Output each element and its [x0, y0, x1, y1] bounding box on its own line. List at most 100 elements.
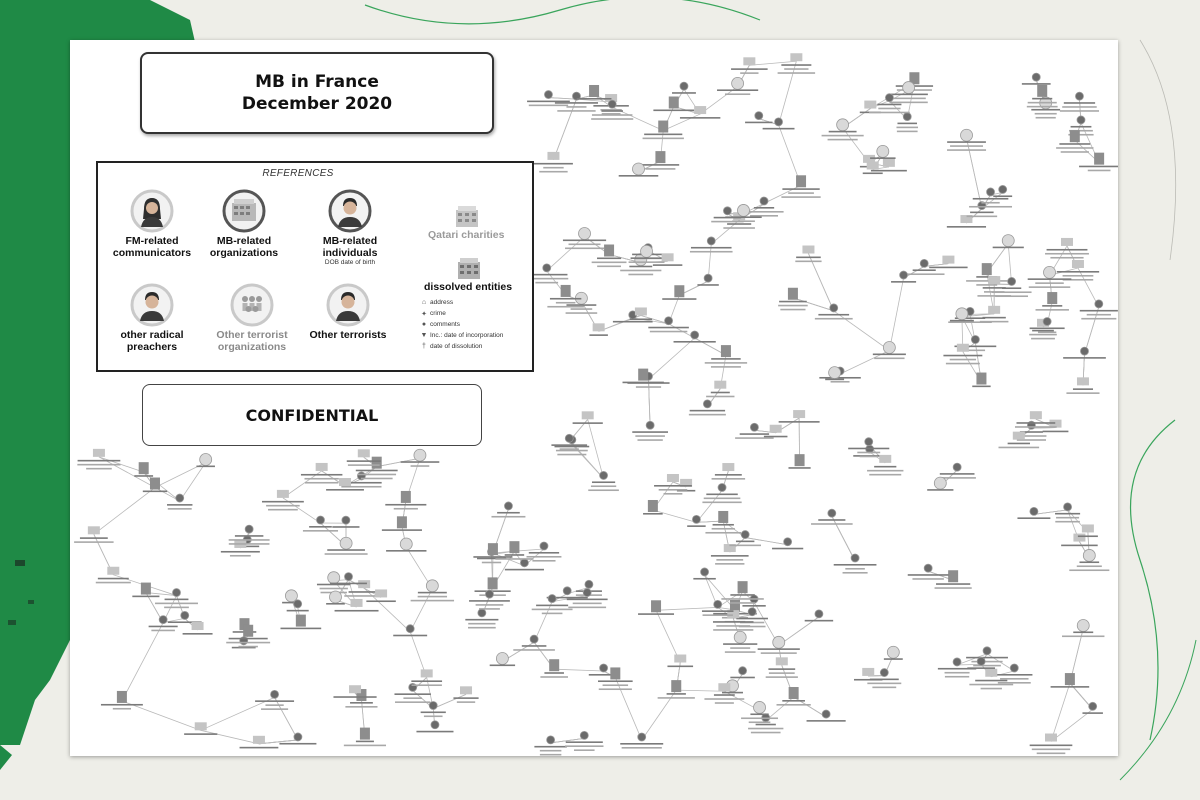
node-caption-blur — [704, 362, 748, 364]
node-caption-blur — [948, 321, 992, 324]
network-node — [491, 501, 526, 518]
organization-node-icon — [722, 463, 735, 472]
node-caption-blur — [1014, 426, 1057, 428]
person-node-icon — [529, 634, 539, 644]
network-node — [465, 608, 499, 629]
person-node-icon — [774, 117, 783, 127]
node-caption-blur — [768, 668, 796, 670]
network-node — [1082, 701, 1103, 714]
network-edge — [694, 337, 727, 356]
node-caption-blur — [992, 246, 1024, 249]
person-node-icon — [998, 185, 1008, 194]
node-caption-blur — [738, 625, 766, 628]
photo-node-icon — [655, 151, 666, 164]
node-caption-blur — [969, 683, 1014, 686]
node-caption-blur — [1050, 686, 1090, 688]
organization-node-icon — [882, 158, 895, 167]
node-caption-blur — [713, 694, 735, 696]
network-node — [742, 594, 766, 607]
node-caption-blur — [662, 298, 697, 300]
network-node — [731, 57, 768, 74]
node-caption-blur — [949, 319, 974, 322]
node-caption-blur — [1069, 569, 1110, 572]
person-node-icon — [430, 720, 440, 730]
network-edge — [274, 697, 299, 741]
node-caption-blur — [705, 531, 742, 534]
person-node-icon — [645, 420, 655, 430]
node-caption-blur — [355, 469, 398, 472]
node-caption-blur — [1056, 516, 1080, 519]
person-node-icon — [327, 571, 341, 585]
network-node — [228, 524, 270, 545]
node-caption-blur — [357, 473, 397, 476]
legend-label-terrorist-organizations: Other terrorist organizations — [216, 329, 288, 353]
person-node-icon — [637, 732, 647, 742]
node-caption-blur — [531, 608, 573, 611]
node-caption-blur — [969, 205, 1013, 208]
person-node-icon — [821, 709, 831, 719]
node-caption-blur — [1021, 83, 1051, 85]
node-caption-blur — [1035, 116, 1056, 119]
node-caption-blur — [949, 358, 977, 361]
node-caption-blur — [748, 721, 771, 724]
green-paper-shape — [0, 0, 195, 745]
node-caption-blur — [869, 111, 910, 114]
photo-node-icon — [116, 690, 127, 703]
node-caption-blur — [410, 465, 430, 467]
person-node-icon — [885, 93, 894, 103]
node-caption-blur — [853, 678, 883, 681]
node-caption-blur — [347, 464, 380, 466]
network-node — [562, 227, 607, 250]
network-node — [565, 730, 604, 751]
photo-node-icon — [909, 72, 920, 85]
person-node-icon — [477, 608, 487, 618]
network-node — [1069, 549, 1110, 572]
node-caption-blur — [976, 284, 998, 286]
person-node-icon — [717, 483, 727, 492]
node-caption-blur — [513, 649, 555, 651]
legend-item-mb-individuals: MB-related individuals DOB date of birth — [296, 189, 404, 267]
network-node — [589, 323, 608, 336]
node-caption-blur — [79, 537, 108, 539]
network-edge — [554, 668, 604, 672]
photo-node-icon — [787, 287, 798, 300]
photo-node-icon — [647, 499, 658, 512]
node-caption-blur — [568, 606, 607, 609]
node-caption-blur — [687, 525, 706, 527]
node-caption-blur — [776, 704, 811, 706]
network-node — [867, 454, 904, 476]
network-node — [777, 53, 816, 74]
network-node — [778, 287, 808, 311]
node-caption-blur — [309, 526, 332, 528]
node-caption-blur — [782, 188, 820, 190]
network-node — [735, 422, 774, 439]
network-edge — [258, 739, 298, 745]
person-node-icon — [405, 624, 415, 634]
node-caption-blur — [772, 547, 804, 550]
node-caption-blur — [730, 647, 751, 649]
node-caption-blur — [539, 753, 562, 756]
node-caption-blur — [750, 713, 769, 716]
network-node — [869, 93, 910, 114]
node-caption-blur — [637, 439, 663, 441]
network-node — [77, 448, 121, 470]
node-caption-blur — [566, 304, 597, 306]
network-node — [410, 579, 455, 602]
node-caption-blur — [710, 366, 741, 368]
node-caption-blur — [360, 477, 393, 480]
node-caption-blur — [228, 543, 270, 545]
network-node — [279, 732, 317, 745]
network-node — [870, 144, 896, 159]
network-node — [654, 474, 692, 495]
node-caption-blur — [629, 265, 653, 268]
network-node — [781, 175, 821, 198]
node-caption-blur — [316, 583, 351, 586]
node-caption-blur — [326, 489, 364, 491]
node-caption-blur — [818, 313, 850, 316]
node-caption-blur — [395, 701, 431, 703]
network-node — [748, 713, 784, 734]
person-node-icon — [329, 590, 342, 604]
node-caption-blur — [167, 504, 193, 506]
node-caption-blur — [966, 656, 1008, 659]
organization-node-icon — [1012, 431, 1025, 440]
